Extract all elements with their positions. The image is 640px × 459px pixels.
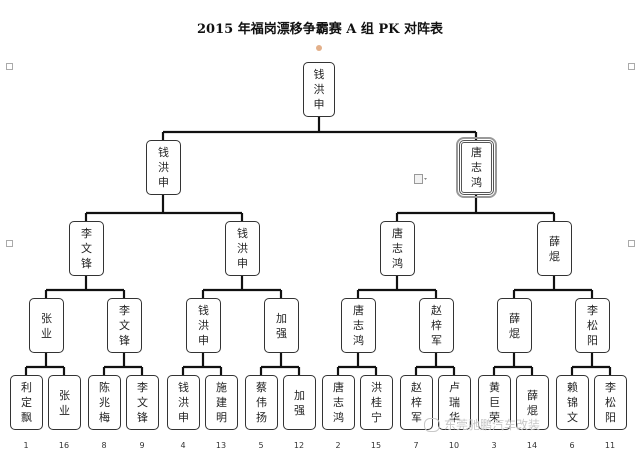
round32-box-7[interactable]: 蔡伟扬 bbox=[245, 375, 278, 430]
seed-label: 12 bbox=[293, 441, 305, 450]
seed-label: 4 bbox=[180, 441, 186, 450]
round32-box-4[interactable]: 李文锋 bbox=[126, 375, 159, 430]
round32-box-10[interactable]: 洪桂宁 bbox=[360, 375, 393, 430]
seed-label: 3 bbox=[491, 441, 497, 450]
quarterfinal-box-4[interactable]: 薛焜 bbox=[537, 221, 572, 276]
seed-label: 5 bbox=[258, 441, 264, 450]
seed-label: 2 bbox=[335, 441, 341, 450]
round32-box-16[interactable]: 李松阳 bbox=[594, 375, 627, 430]
paste-options-icon[interactable] bbox=[414, 174, 428, 184]
semifinal-box-2[interactable]: 唐志鸿 bbox=[456, 137, 497, 198]
round32-box-12[interactable]: 卢瑞华 bbox=[438, 375, 471, 430]
round16-box-7[interactable]: 薛焜 bbox=[497, 298, 532, 353]
round32-box-15[interactable]: 赖锦文 bbox=[556, 375, 589, 430]
rotate-handle-icon[interactable] bbox=[316, 45, 322, 51]
watermark-text: 东莞驰鹏汽车改装 bbox=[444, 418, 541, 432]
seed-label: 8 bbox=[101, 441, 107, 450]
round32-box-5[interactable]: 钱洪申 bbox=[167, 375, 200, 430]
resize-handle-icon[interactable] bbox=[6, 240, 13, 247]
semifinal-box-1[interactable]: 钱洪申 bbox=[146, 140, 181, 195]
round16-box-3[interactable]: 钱洪申 bbox=[186, 298, 221, 353]
seed-label: 7 bbox=[413, 441, 419, 450]
seed-label: 11 bbox=[604, 441, 616, 450]
seed-label: 15 bbox=[370, 441, 382, 450]
round32-box-3[interactable]: 陈兆梅 bbox=[88, 375, 121, 430]
quarterfinal-box-3[interactable]: 唐志鸿 bbox=[380, 221, 415, 276]
round32-box-8[interactable]: 加强 bbox=[283, 375, 316, 430]
watermark: 东莞驰鹏汽车改装 bbox=[424, 416, 540, 433]
seed-label: 16 bbox=[58, 441, 70, 450]
seed-label: 6 bbox=[569, 441, 575, 450]
seed-label: 13 bbox=[215, 441, 227, 450]
resize-handle-icon[interactable] bbox=[6, 63, 13, 70]
round32-box-2[interactable]: 张业 bbox=[48, 375, 81, 430]
bracket-title: 2015 年福岗漂移争霸赛 A 组 PK 对阵表 bbox=[197, 22, 443, 37]
seed-label: 1 bbox=[23, 441, 29, 450]
round16-box-8[interactable]: 李松阳 bbox=[575, 298, 610, 353]
seed-label: 9 bbox=[139, 441, 145, 450]
champion-box[interactable]: 钱洪申 bbox=[303, 62, 335, 117]
round32-box-9[interactable]: 唐志鸿 bbox=[322, 375, 355, 430]
round32-box-14[interactable]: 薛焜 bbox=[516, 375, 549, 430]
quarterfinal-box-2[interactable]: 钱洪申 bbox=[225, 221, 260, 276]
round32-box-6[interactable]: 施建明 bbox=[205, 375, 238, 430]
seed-label: 10 bbox=[448, 441, 460, 450]
round16-box-5[interactable]: 唐志鸿 bbox=[341, 298, 376, 353]
round32-box-13[interactable]: 黄巨荣 bbox=[478, 375, 511, 430]
seed-label: 14 bbox=[526, 441, 538, 450]
round16-box-4[interactable]: 加强 bbox=[264, 298, 299, 353]
round32-box-1[interactable]: 利定飘 bbox=[10, 375, 43, 430]
wechat-icon bbox=[424, 417, 440, 432]
round16-box-6[interactable]: 赵梓军 bbox=[419, 298, 454, 353]
round16-box-1[interactable]: 张业 bbox=[29, 298, 64, 353]
quarterfinal-box-1[interactable]: 李文锋 bbox=[69, 221, 104, 276]
resize-handle-icon[interactable] bbox=[628, 63, 635, 70]
resize-handle-icon[interactable] bbox=[628, 240, 635, 247]
round16-box-2[interactable]: 李文锋 bbox=[107, 298, 142, 353]
